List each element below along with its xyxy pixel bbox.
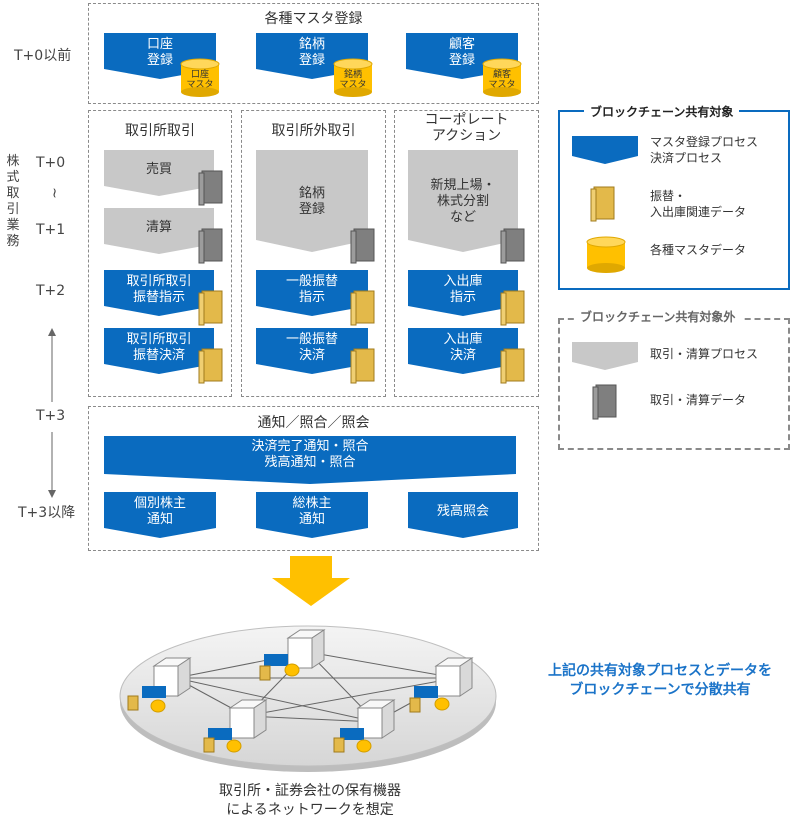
in-out-instruction-data-notebook-icon [500, 290, 525, 326]
individual-shareholder-notification-process: 個別株主 通知 [104, 492, 216, 538]
all-shareholders-notification-process: 総株主 通知 [256, 492, 368, 538]
in-out-instruction-process: 入出庫 指示 [408, 270, 518, 316]
label-t0-before: T+0以前 [14, 48, 72, 64]
corporate-action-section: コーポレート アクション [394, 110, 539, 397]
network-note: 上記の共有対象プロセスとデータを ブロックチェーンで分散共有 [548, 663, 772, 698]
network-caption: 取引所・証券会社の保有機器 によるネットワークを想定 [219, 783, 401, 818]
legend-shared-process-icon [572, 136, 638, 164]
master-registration-title: 各種マスタ登録 [264, 11, 363, 27]
trade-data-notebook-icon [198, 170, 223, 206]
exchange-transfer-settlement-process: 取引所取引 振替決済 [104, 328, 214, 374]
legend-master-data-text: 各種マスタデータ [650, 243, 747, 257]
general-transfer-instruction-process: 一般振替 指示 [256, 270, 368, 316]
legend-not-shared-process-text: 取引・清算プロセス [650, 347, 759, 361]
issue-master-database-icon: 銘柄 マスタ [333, 58, 373, 98]
general-instruction-data-notebook-icon [350, 290, 375, 326]
label-t0: T+0 [36, 155, 66, 171]
legend-not-shared-title: ブロックチェーン共有対象外 [574, 308, 742, 325]
customer-master-database-icon: 顧客 マスタ [482, 58, 522, 98]
settlement-balance-notification-process: 決済完了通知・照合 残高通知・照合 [104, 436, 516, 484]
clearing-process: 清算 [104, 208, 214, 254]
label-t2: T+2 [36, 283, 66, 299]
blockchain-network-diagram [119, 625, 497, 772]
exchange-settlement-data-notebook-icon [198, 348, 223, 384]
general-settlement-data-notebook-icon [350, 348, 375, 384]
otc-data-notebook-icon [350, 228, 375, 264]
exchange-instruction-data-notebook-icon [198, 290, 223, 326]
general-transfer-settlement-process: 一般振替 決済 [256, 328, 368, 374]
notification-title: 通知／照合／照会 [257, 415, 370, 431]
exchange-trading-section: 取引所取引 [88, 110, 232, 397]
legend-shared-title: ブロックチェーン共有対象 [584, 103, 740, 120]
legend-not-shared-data-text: 取引・清算データ [650, 393, 747, 407]
down-arrow-icon [272, 556, 350, 606]
notification-section: 通知／照合／照会 [88, 406, 539, 551]
otc-trading-section: 取引所外取引 [241, 110, 386, 397]
exchange-trading-title: 取引所取引 [125, 123, 195, 139]
clearing-data-notebook-icon [198, 228, 223, 264]
corporate-data-notebook-icon [500, 228, 525, 264]
master-registration-section: 各種マスタ登録 [88, 3, 539, 104]
otc-issue-registration-process: 銘柄 登録 [256, 150, 368, 252]
legend-not-shared-process-icon [572, 342, 638, 370]
trade-process: 売買 [104, 150, 214, 196]
legend-shared-notebook-icon [590, 186, 615, 222]
legend-shared-process-text: マスタ登録プロセス 決済プロセス [650, 135, 759, 165]
otc-trading-title: 取引所外取引 [271, 123, 356, 139]
label-t3-after: T+3以降 [18, 505, 76, 521]
label-t3: T+3 [36, 408, 66, 424]
label-stock-trading-vertical: 株式 取引 業務 [6, 154, 20, 249]
label-t1: T+1 [36, 222, 66, 238]
legend-shared-data-text: 振替・ 入出庫関連データ [650, 189, 747, 219]
timeline-arrow [48, 328, 56, 498]
in-out-settlement-process: 入出庫 決済 [408, 328, 518, 374]
corporate-action-title: コーポレート アクション [424, 112, 509, 144]
in-out-settlement-data-notebook-icon [500, 348, 525, 384]
label-tilde: ~ [45, 187, 62, 199]
legend-master-database-icon [586, 236, 626, 273]
legend-not-shared-notebook-icon [592, 384, 617, 420]
new-listing-split-process: 新規上場・ 株式分割 など [408, 150, 518, 252]
account-master-database-icon: 口座 マスタ [180, 58, 220, 98]
balance-inquiry-process: 残高照会 [408, 492, 518, 538]
exchange-transfer-instruction-process: 取引所取引 振替指示 [104, 270, 214, 316]
